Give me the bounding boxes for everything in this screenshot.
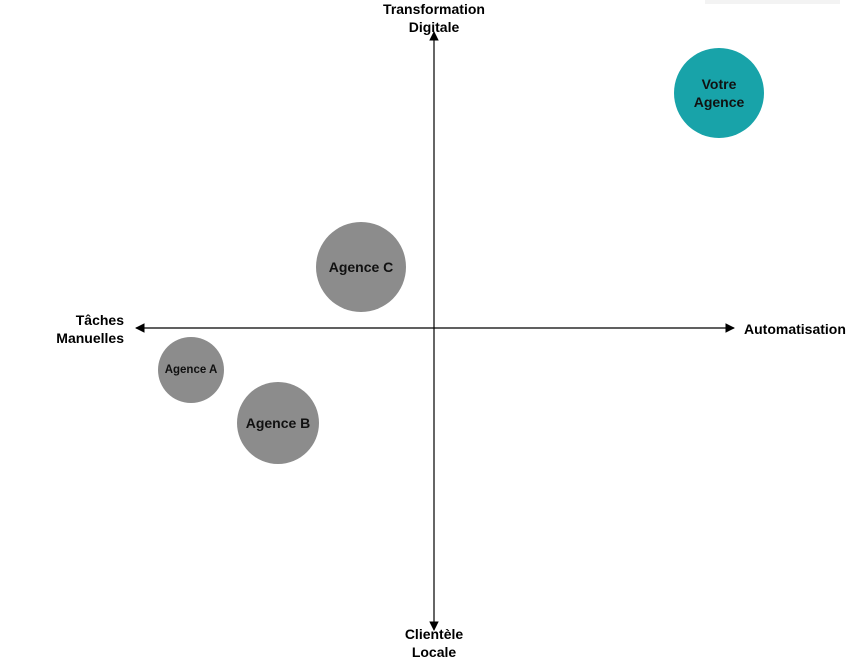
bubble-agence-c-label: Agence C (328, 258, 394, 275)
axis-label-bottom-line-2: Locale (411, 644, 457, 660)
top-strip (705, 0, 840, 4)
axis-label-bottom: Clientèle Locale (374, 625, 494, 661)
bubble-votre-agence-line-2: Agence (693, 94, 745, 110)
axis-label-top: Transformation Digitale (374, 0, 494, 36)
axis-label-right-text: Automatisation (744, 321, 846, 337)
axis-label-left-line-2: Manuelles (56, 330, 124, 346)
bubble-agence-a: Agence A (158, 337, 224, 403)
axis-label-right: Automatisation (744, 320, 846, 338)
axis-label-top-line-1: Transformation (383, 1, 485, 17)
bubble-votre-agence-line-1: Votre (701, 76, 737, 92)
axis-label-bottom-line-1: Clientèle (404, 626, 464, 642)
bubble-agence-b-label: Agence B (245, 414, 311, 431)
bubble-agence-b: Agence B (237, 382, 319, 464)
axis-label-top-line-2: Digitale (408, 19, 460, 35)
bubble-agence-a-label: Agence A (164, 364, 218, 376)
bubble-votre-agence: Votre Agence (674, 48, 764, 138)
axis-label-left-line-1: Tâches (75, 312, 124, 328)
bubble-agence-c: Agence C (316, 222, 406, 312)
axis-label-left: Tâches Manuelles (24, 311, 124, 347)
